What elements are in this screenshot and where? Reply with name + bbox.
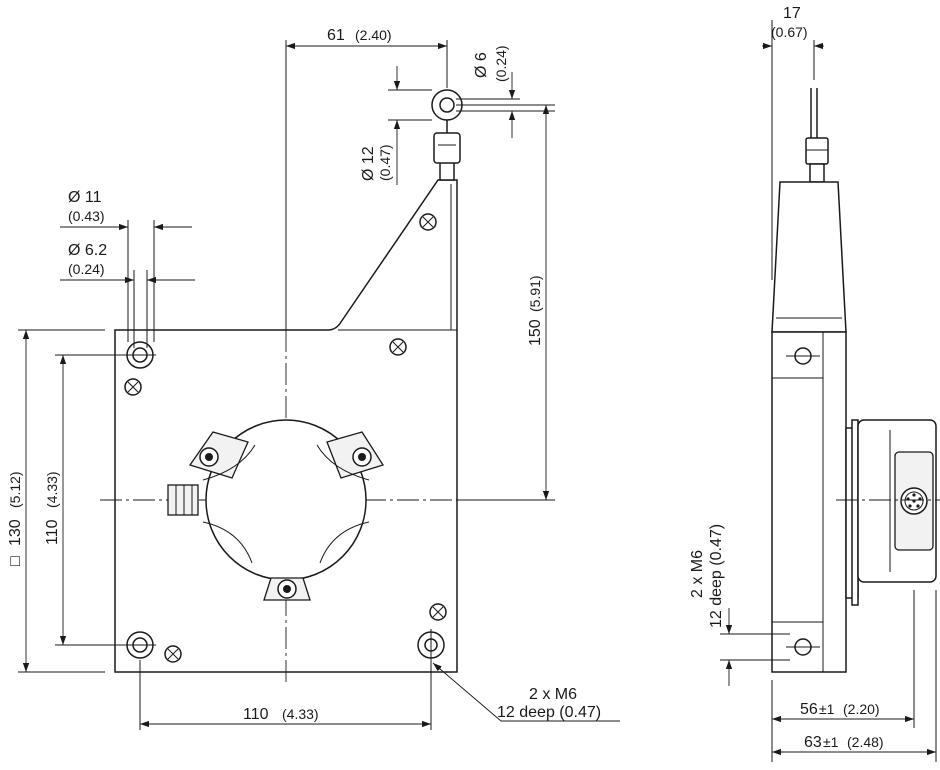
dim-150-value: 150 (527, 319, 544, 346)
mounting-hole-bottom-right (417, 629, 445, 661)
dim-dia62-inch: (0.24) (68, 261, 105, 277)
side-view: 17 (0.67) 2 x M6 12 deep (0.47) 56 ±1 (2… (689, 5, 940, 762)
front-m6-label-line2: 12 deep (0.47) (497, 704, 601, 721)
dim-130-symbol: □ (7, 556, 24, 566)
dim-dia6-inch: (0.24) (493, 45, 509, 82)
dim-61-value: 61 (327, 27, 345, 44)
side-m6-label-line2: 12 deep (0.47) (708, 524, 725, 628)
side-top-housing (771, 181, 847, 333)
dim-dia62-value: Ø 6.2 (68, 242, 107, 259)
side-dim-56-inch: (2.20) (843, 701, 880, 717)
side-dim-63-tol: ±1 (823, 734, 839, 750)
dim-110v-inch: (4.33) (44, 471, 60, 508)
side-dim-56-value: 56 (800, 701, 818, 718)
dim-110v-value: 110 (44, 519, 61, 545)
dim-150-inch: (5.91) (527, 275, 543, 312)
measuring-drum (167, 419, 385, 601)
screw-heads (124, 213, 447, 663)
dim-61-inch: (2.40) (355, 27, 392, 43)
dim-dia6-value: Ø 6 (473, 52, 490, 78)
wire-eyelet (431, 89, 463, 181)
dim-130-inch: (5.12) (7, 471, 23, 508)
mounting-hole-bottom-left (124, 631, 156, 659)
dim-130-value: 130 (7, 519, 24, 546)
dim-110h-value: 110 (243, 706, 269, 723)
dim-dia12-inch: (0.47) (377, 144, 393, 181)
side-dim-63-value: 63 (804, 734, 822, 751)
dim-110h-inch: (4.33) (282, 706, 319, 722)
dim-dia12-value: Ø 12 (360, 146, 377, 181)
front-view: 61 (2.40) Ø 6 (0.24) Ø 12 (0.47) 150 (5.… (7, 27, 620, 730)
side-dim-17-inch: (0.67) (771, 24, 808, 40)
side-main-body (771, 331, 847, 673)
side-dim-56-tol: ±1 (819, 701, 835, 717)
dim-dia11-value: Ø 11 (68, 189, 102, 206)
mounting-hole-top-left (124, 341, 156, 369)
front-m6-label-line1: 2 x M6 (529, 686, 577, 703)
front-housing-outline (114, 179, 458, 673)
side-dim-63-inch: (2.48) (847, 734, 884, 750)
side-dim-17-value: 17 (783, 5, 801, 22)
dim-dia11-inch: (0.43) (68, 208, 105, 224)
side-m6-label-line1: 2 x M6 (689, 550, 706, 598)
